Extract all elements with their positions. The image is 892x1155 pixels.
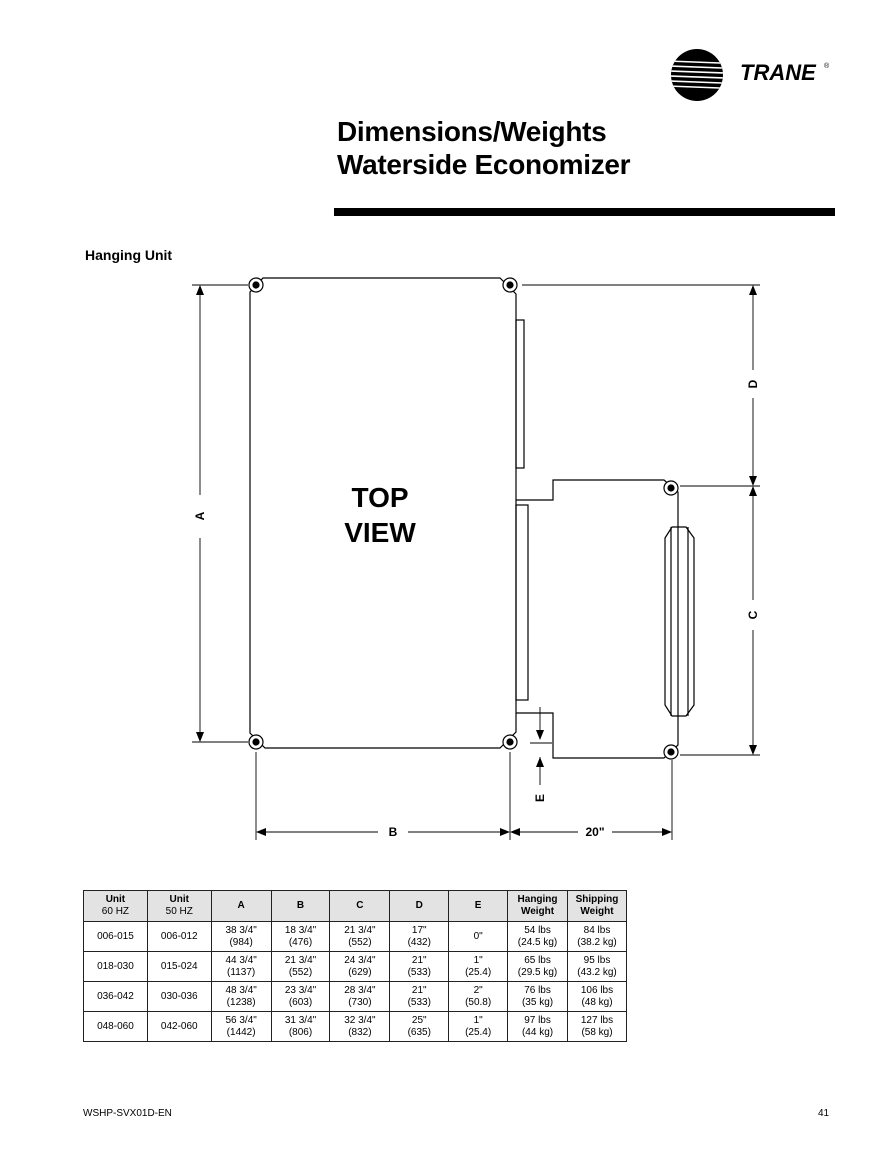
table-cell: 97 lbs(44 kg) xyxy=(507,1011,568,1042)
table-cell: 21 3/4"(552) xyxy=(329,921,391,952)
table-cell: 25"(635) xyxy=(389,1011,450,1042)
section-subtitle: Hanging Unit xyxy=(85,247,173,263)
side-strip-lower xyxy=(515,504,529,701)
dim-label-20: 20" xyxy=(585,825,604,839)
main-unit-outline xyxy=(249,277,517,749)
table-cell: 1"(25.4) xyxy=(448,951,509,982)
title-line-1: Dimensions/Weights xyxy=(337,116,607,147)
table-cell: 006-012 xyxy=(146,921,212,952)
table-cell: 44 3/4"(1137) xyxy=(210,951,272,982)
table-cell: 048-060 xyxy=(83,1011,148,1042)
lug-top-right xyxy=(502,277,518,293)
table-cell: 21"(533) xyxy=(389,981,450,1012)
lug-bottom-left xyxy=(248,734,264,750)
table-cell: 38 3/4"(984) xyxy=(210,921,272,952)
table-cell: 24 3/4"(629) xyxy=(329,951,391,982)
table-cell: 21 3/4"(552) xyxy=(270,951,331,982)
table-cell: 65 lbs(29.5 kg) xyxy=(507,951,568,982)
table-cell: 32 3/4"(832) xyxy=(329,1011,391,1042)
table-cell: 18 3/4"(476) xyxy=(270,921,331,952)
header-d: D xyxy=(389,890,450,922)
dim-label-c: C xyxy=(746,610,760,619)
table-cell: 106 lbs(48 kg) xyxy=(567,981,627,1012)
view-label-view: VIEW xyxy=(344,517,416,548)
table-cell: 76 lbs(35 kg) xyxy=(507,981,568,1012)
table-cell: 54 lbs(24.5 kg) xyxy=(507,921,568,952)
table-cell: 030-036 xyxy=(146,981,212,1012)
table-cell: 2"(50.8) xyxy=(448,981,509,1012)
table-cell: 48 3/4"(1238) xyxy=(210,981,272,1012)
title-line-2: Waterside Economizer xyxy=(337,149,631,180)
table-cell: 042-060 xyxy=(146,1011,212,1042)
dim-label-e: E xyxy=(533,794,547,802)
corner-lugs xyxy=(248,277,679,760)
lug-econ-top xyxy=(663,480,679,496)
table-cell: 127 lbs(58 kg) xyxy=(567,1011,627,1042)
dim-label-b: B xyxy=(389,825,398,839)
page-number: 41 xyxy=(818,1108,830,1119)
dim-label-d: D xyxy=(746,379,760,388)
document-id: WSHP-SVX01D-EN xyxy=(83,1108,172,1119)
trane-logo-icon xyxy=(671,49,723,101)
table-cell: 56 3/4"(1442) xyxy=(210,1011,272,1042)
registered-mark: ® xyxy=(824,63,830,70)
lug-econ-bottom xyxy=(663,744,679,760)
table-cell: 28 3/4"(730) xyxy=(329,981,391,1012)
table-cell: 84 lbs(38.2 kg) xyxy=(567,921,627,952)
table-cell: 21"(533) xyxy=(389,951,450,982)
table-cell: 006-015 xyxy=(83,921,148,952)
view-label-top: TOP xyxy=(351,482,408,513)
dim-label-a: A xyxy=(193,511,207,520)
side-strip-upper xyxy=(515,319,525,469)
table-cell: 17"(432) xyxy=(389,921,450,952)
header-e: E xyxy=(448,890,509,922)
table-cell: 018-030 xyxy=(83,951,148,982)
header-b: B xyxy=(270,890,331,922)
header-a: A xyxy=(210,890,272,922)
table-cell: 95 lbs(43.2 kg) xyxy=(567,951,627,982)
title-rule xyxy=(334,208,835,216)
brand-name: TRANE xyxy=(740,60,816,85)
economizer-outline xyxy=(516,479,679,759)
page-title: Dimensions/Weights Waterside Economizer xyxy=(337,115,631,181)
coil-outline xyxy=(664,526,695,717)
header-c: C xyxy=(329,890,391,922)
table-cell: 1"(25.4) xyxy=(448,1011,509,1042)
table-cell: 0" xyxy=(448,921,509,952)
table-cell: 31 3/4"(806) xyxy=(270,1011,331,1042)
table-cell: 015-024 xyxy=(146,951,212,982)
lug-top-left xyxy=(248,277,264,293)
table-cell: 036-042 xyxy=(83,981,148,1012)
top-view-drawing: TOP VIEW A D C E B 20" xyxy=(192,277,760,840)
lug-bottom-right xyxy=(502,734,518,750)
table-cell: 23 3/4"(603) xyxy=(270,981,331,1012)
